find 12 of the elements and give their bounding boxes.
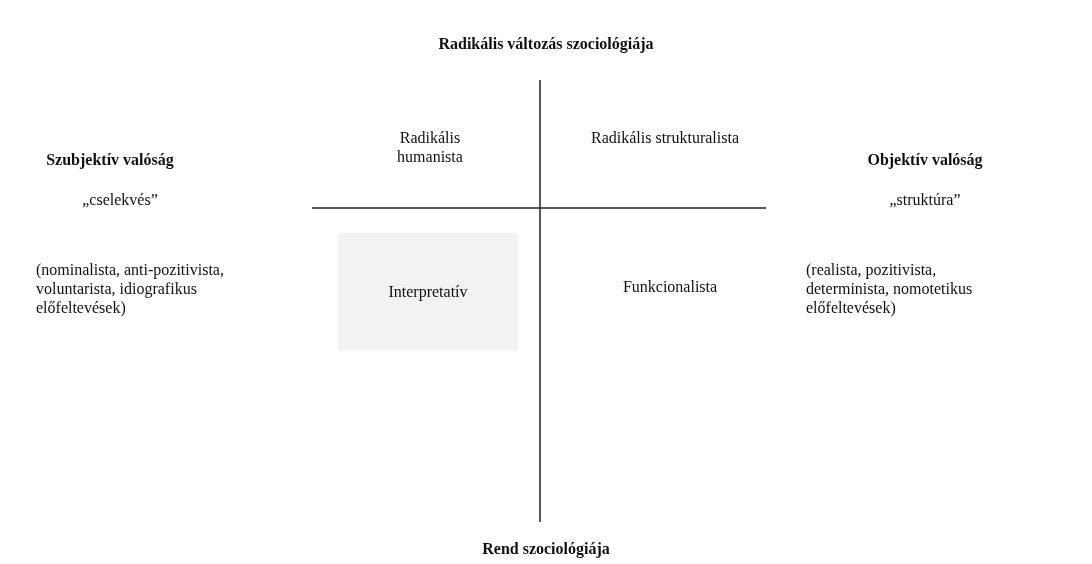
quadrant-label: Radikális strukturalista	[590, 128, 740, 148]
axis-label: Objektív valóság	[866, 150, 984, 170]
assumptions-text: (realista, pozitivista, determinista, nomotetikus előfeltevések)	[806, 260, 974, 318]
quadrant-label: Radikális humanista	[396, 128, 464, 167]
quadrant-label: Funkcionalista	[621, 277, 719, 297]
axis-label: Rend szociológiája	[481, 539, 611, 559]
keyword-label: „struktúra”	[888, 190, 962, 210]
box-label: Interpretatív	[388, 282, 468, 301]
assumptions-text: (nominalista, anti-pozitivista, voluntarista, idiografikus előfeltevések)	[36, 260, 225, 318]
axis-label: Szubjektív valóság	[45, 150, 175, 170]
axis-label: Radikális változás szociológiája	[437, 34, 655, 54]
keyword-label: „cselekvés”	[81, 190, 159, 210]
